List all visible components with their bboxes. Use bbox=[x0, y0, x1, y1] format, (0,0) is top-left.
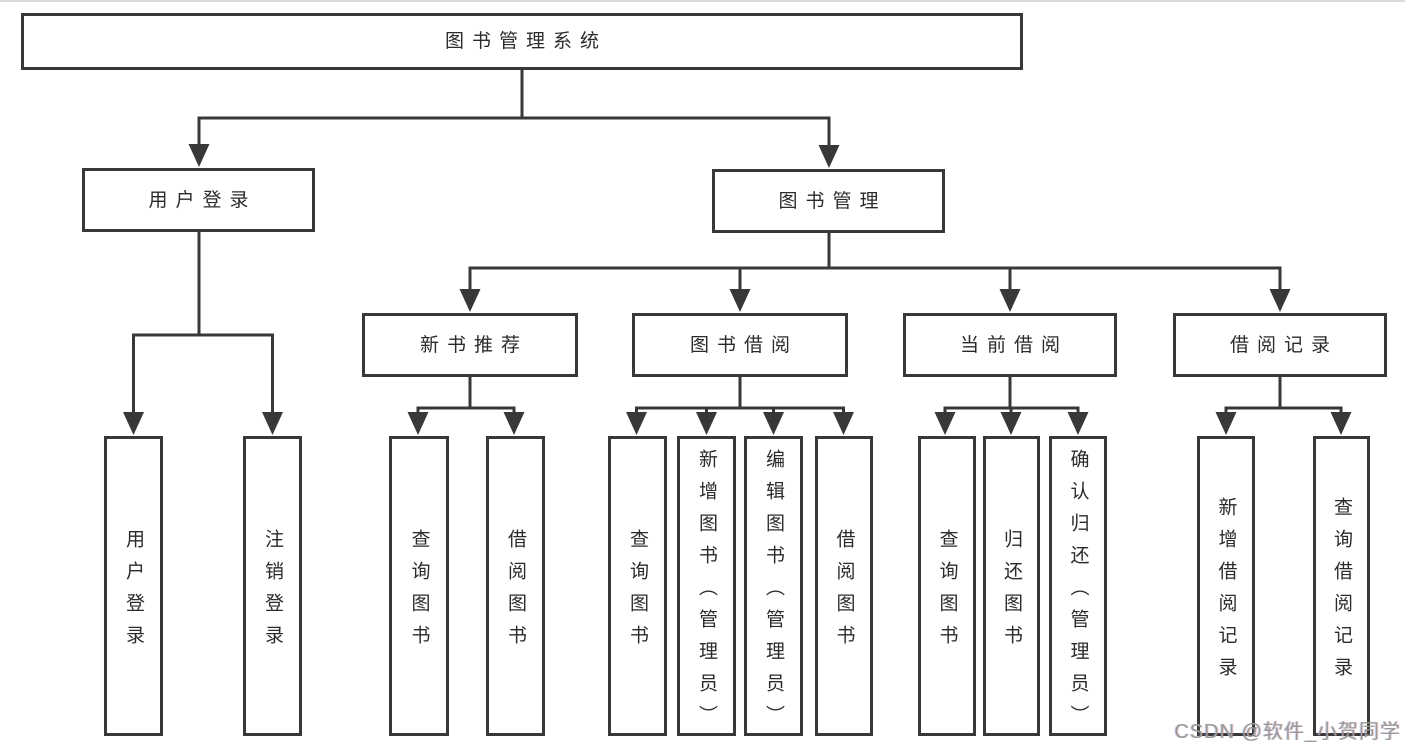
leaf-query-books-borrowing: 查询图书 bbox=[608, 436, 667, 736]
node-label: 用户登录 bbox=[123, 528, 144, 657]
node-label: 确认归还（管理员） bbox=[1067, 448, 1089, 737]
leaf-borrow-books-recommend: 借阅图书 bbox=[486, 436, 545, 736]
leaf-confirm-return-admin: 确认归还（管理员） bbox=[1049, 436, 1107, 737]
node-label: 归还图书 bbox=[1001, 528, 1022, 657]
leaf-logout-login: 注销登录 bbox=[243, 436, 302, 736]
leaf-add-book-admin: 新增图书（管理员） bbox=[677, 436, 736, 737]
node-book-management: 图书管理 bbox=[712, 169, 945, 233]
leaf-query-books-recommend: 查询图书 bbox=[389, 436, 449, 736]
node-user-login: 用户登录 bbox=[82, 168, 315, 232]
leaf-borrow-books-borrowing: 借阅图书 bbox=[815, 436, 873, 736]
node-library-management-system: 图书管理系统 bbox=[21, 13, 1023, 70]
node-label: 借阅记录 bbox=[1229, 334, 1338, 356]
leaf-edit-book-admin: 编辑图书（管理员） bbox=[744, 436, 803, 737]
node-label: 注销登录 bbox=[262, 528, 283, 657]
node-label: 新增图书（管理员） bbox=[696, 448, 717, 737]
leaf-return-books: 归还图书 bbox=[983, 436, 1040, 736]
node-current-borrowing: 当前借阅 bbox=[903, 313, 1117, 377]
leaf-user-login: 用户登录 bbox=[104, 436, 163, 736]
leaf-add-borrow-record: 新增借阅记录 bbox=[1197, 436, 1255, 736]
node-borrowing-records: 借阅记录 bbox=[1173, 313, 1387, 377]
node-label: 图书借阅 bbox=[689, 334, 798, 356]
node-label: 新增借阅记录 bbox=[1215, 496, 1237, 689]
node-label: 查询图书 bbox=[627, 528, 648, 657]
arrowheads bbox=[123, 144, 1352, 435]
node-new-book-recommendation: 新书推荐 bbox=[362, 313, 578, 377]
leaf-query-books-current: 查询图书 bbox=[918, 436, 976, 736]
node-label: 图书管理系统 bbox=[444, 31, 607, 52]
node-label: 查询图书 bbox=[936, 528, 958, 657]
watermark: CSDN @软件_小贺同学 bbox=[1174, 721, 1401, 743]
node-label: 编辑图书（管理员） bbox=[763, 448, 784, 737]
node-label: 借阅图书 bbox=[833, 528, 855, 657]
node-label: 图书管理 bbox=[778, 190, 887, 212]
node-label: 用户登录 bbox=[148, 189, 257, 211]
node-label: 新书推荐 bbox=[419, 334, 528, 356]
page-top-border bbox=[0, 0, 1405, 2]
node-book-borrowing: 图书借阅 bbox=[632, 313, 848, 377]
node-label: 查询图书 bbox=[408, 528, 430, 657]
leaf-query-borrow-record: 查询借阅记录 bbox=[1313, 436, 1370, 736]
node-label: 查询借阅记录 bbox=[1331, 496, 1352, 689]
node-label: 当前借阅 bbox=[959, 334, 1068, 356]
node-label: 借阅图书 bbox=[505, 528, 526, 657]
